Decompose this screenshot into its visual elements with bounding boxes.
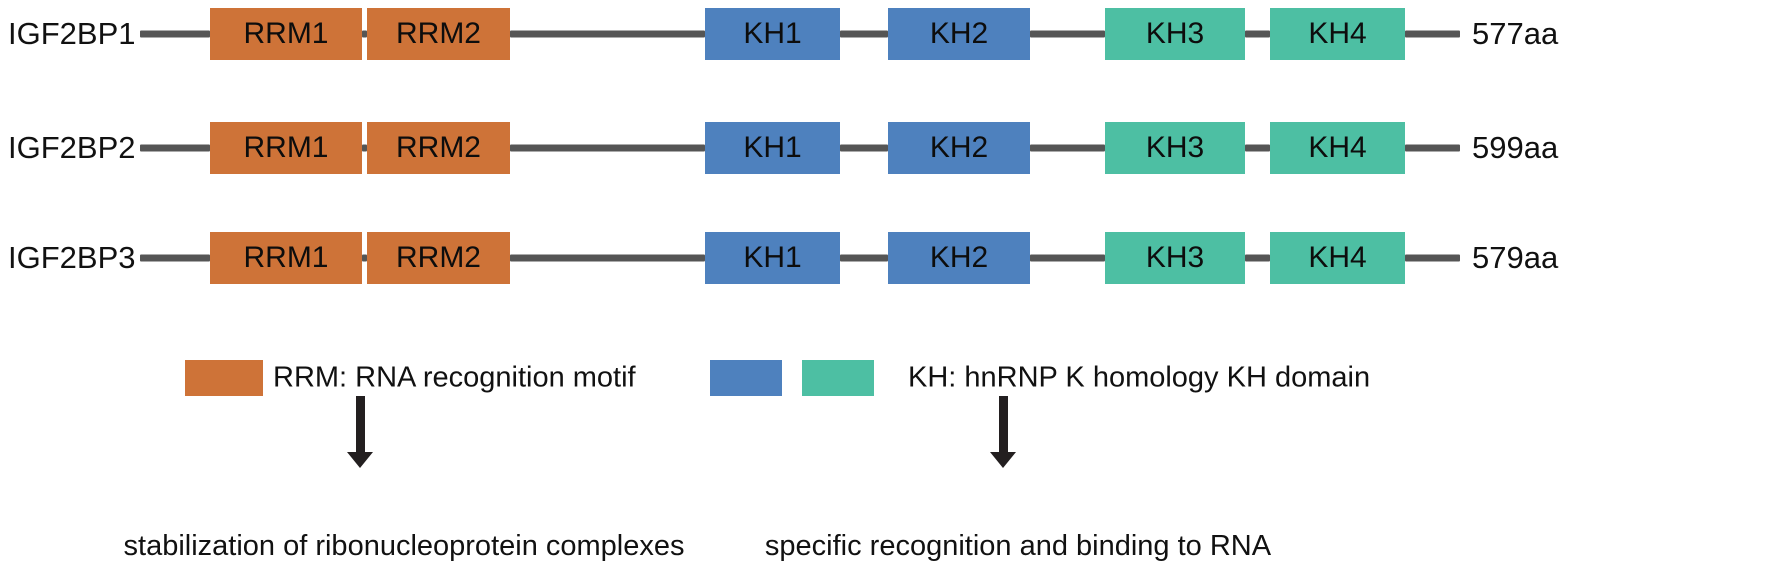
domain-box-kh1: KH1	[705, 122, 840, 174]
arrow-head	[347, 452, 373, 468]
backbone-segment	[1030, 30, 1105, 38]
backbone-segment	[840, 144, 888, 152]
domain-box-kh3: KH3	[1105, 122, 1245, 174]
backbone-segment	[840, 254, 888, 262]
protein-length-label: 577aa	[1472, 16, 1559, 51]
protein-name-label: IGF2BP1	[8, 16, 136, 51]
protein-name-label: IGF2BP3	[8, 240, 136, 275]
backbone-segment	[1405, 30, 1460, 38]
protein-name-label: IGF2BP2	[8, 130, 136, 165]
arrow-head	[990, 452, 1016, 468]
protein-length-label: 599aa	[1472, 130, 1559, 165]
domain-box-rrm1: RRM1	[210, 8, 362, 60]
domain-box-kh4: KH4	[1270, 122, 1405, 174]
backbone-segment	[510, 30, 705, 38]
backbone-segment	[1405, 144, 1460, 152]
arrow-shaft	[356, 396, 365, 454]
protein-length-label: 579aa	[1472, 240, 1559, 275]
domain-box-rrm2: RRM2	[367, 8, 510, 60]
backbone-segment	[140, 30, 210, 38]
domain-box-kh3: KH3	[1105, 8, 1245, 60]
backbone-segment	[362, 144, 367, 152]
backbone-segment	[1030, 144, 1105, 152]
legend-swatch-kh-blue	[710, 360, 782, 396]
backbone-segment	[840, 30, 888, 38]
backbone-segment	[1245, 254, 1270, 262]
domain-box-kh2: KH2	[888, 232, 1030, 284]
backbone-segment	[362, 30, 367, 38]
domain-box-kh1: KH1	[705, 232, 840, 284]
annotation-caption: stabilization of ribonucleoprotein compl…	[123, 530, 685, 562]
domain-box-kh1: KH1	[705, 8, 840, 60]
domain-box-kh2: KH2	[888, 8, 1030, 60]
backbone-segment	[1030, 254, 1105, 262]
backbone-segment	[1245, 30, 1270, 38]
domain-box-kh2: KH2	[888, 122, 1030, 174]
annotation-caption: specific recognition and binding to RNA	[764, 530, 1272, 562]
domain-box-rrm2: RRM2	[367, 232, 510, 284]
domain-box-kh4: KH4	[1270, 232, 1405, 284]
domain-box-rrm2: RRM2	[367, 122, 510, 174]
backbone-segment	[1405, 254, 1460, 262]
domain-box-rrm1: RRM1	[210, 232, 362, 284]
domain-box-rrm1: RRM1	[210, 122, 362, 174]
backbone-segment	[510, 144, 705, 152]
arrow-shaft	[999, 396, 1008, 454]
legend: RRM: RNA recognition motif KH: hnRNP K ho…	[0, 356, 1771, 400]
legend-swatch-rrm	[185, 360, 263, 396]
domain-box-kh3: KH3	[1105, 232, 1245, 284]
backbone-segment	[362, 254, 367, 262]
backbone-segment	[140, 144, 210, 152]
backbone-segment	[1245, 144, 1270, 152]
domain-box-kh4: KH4	[1270, 8, 1405, 60]
backbone-segment	[140, 254, 210, 262]
legend-label-rrm: RRM: RNA recognition motif	[273, 361, 636, 394]
legend-label-kh: KH: hnRNP K homology KH domain	[908, 361, 1371, 394]
backbone-segment	[510, 254, 705, 262]
legend-swatch-kh-teal	[802, 360, 874, 396]
